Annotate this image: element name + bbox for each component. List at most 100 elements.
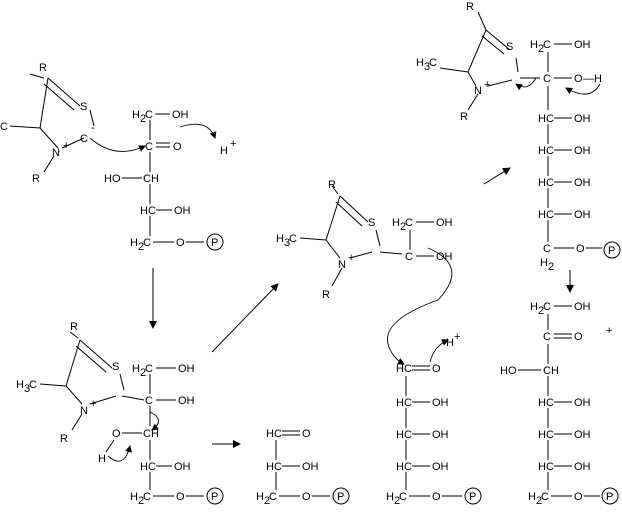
structure-aldose-phosphate: HC O H + HC OH HC OH HC OH H 2 C O P	[386, 331, 482, 507]
ester-o: O	[432, 491, 441, 503]
phosphate-circle	[206, 233, 224, 251]
methyl-h: H	[16, 379, 24, 391]
h2c-h: H	[392, 217, 400, 229]
h2c-2: 2	[400, 221, 406, 233]
r-label: R	[466, 1, 474, 13]
aldehyde-o: O	[302, 428, 311, 440]
phosphate-p: P	[606, 491, 613, 503]
h2c-c: C	[145, 363, 153, 375]
ester-o: O	[574, 491, 583, 503]
carbonyl-o: O	[432, 363, 441, 375]
s-label: S	[112, 361, 119, 373]
h2c-c: C	[543, 301, 551, 313]
phosphate-p: P	[608, 245, 615, 257]
hydroxyl-o: O	[574, 73, 583, 85]
ch-c: C	[543, 365, 551, 377]
plus-sign: +	[606, 325, 612, 337]
nucleophilic-attack-arrow	[89, 137, 146, 152]
h2c-2: 2	[538, 305, 544, 317]
h2c-h: H	[132, 109, 140, 121]
n-label: N	[338, 259, 346, 271]
methyl-3: 3	[284, 237, 290, 249]
ho-label: HO	[500, 365, 517, 377]
r-label: R	[39, 62, 47, 74]
oh-label: OH	[574, 209, 591, 221]
phosphate-p: P	[337, 491, 344, 503]
ch-h: H	[151, 428, 159, 440]
ho-label: HO	[104, 173, 121, 185]
ester-o: O	[576, 243, 585, 255]
hc-label: HC	[140, 461, 156, 473]
oh-label: OH	[174, 461, 191, 473]
methyl-3: 3	[424, 61, 430, 73]
h2c-c: C	[543, 39, 551, 51]
h2c-2: 2	[538, 43, 544, 55]
hc-label: HC	[396, 429, 412, 441]
n-label: N	[474, 85, 482, 97]
carbanion-charge: -	[91, 122, 95, 134]
oh-label: OH	[178, 363, 195, 375]
carbonyl-o: O	[574, 331, 583, 343]
h2c-c: C	[143, 491, 151, 503]
h2c-h: H	[130, 237, 138, 249]
oh-label: OH	[436, 251, 453, 263]
proton-charge: +	[230, 138, 236, 150]
h2c-h: H	[132, 363, 140, 375]
oh-label: OH	[302, 461, 319, 473]
h2c-2: 2	[138, 495, 144, 507]
oh-label: OH	[574, 39, 591, 51]
proton-h: H	[446, 337, 454, 349]
hc-label: HC	[266, 461, 282, 473]
h2c-c: C	[145, 109, 153, 121]
oh-label: OH	[172, 109, 189, 121]
ch2-2: 2	[548, 261, 554, 273]
oh-label: OH	[174, 205, 191, 217]
hc-label: HC	[140, 205, 156, 217]
r-label: R	[328, 179, 336, 191]
ch-h: H	[551, 365, 559, 377]
methyl-h: H	[276, 233, 284, 245]
n-plus-charge: +	[90, 398, 96, 410]
h2c-2: 2	[394, 495, 400, 507]
ester-o: O	[176, 237, 185, 249]
s-label: S	[368, 217, 375, 229]
phosphate-circle	[332, 487, 350, 505]
r-label: R	[70, 321, 78, 333]
hc-label: HC	[538, 113, 554, 125]
reaction-arrow-diagonal-1	[211, 283, 279, 353]
structure-3-dihydroxyethyl-tpp: R S N + R H 3 C H 2 C OH C OH	[276, 179, 453, 365]
ester-o: O	[302, 491, 311, 503]
oh-label: OH	[432, 397, 449, 409]
ch2-h: H	[540, 257, 548, 269]
oh-label: OH	[178, 395, 195, 407]
methyl-c: C	[429, 57, 437, 69]
oh-label: OH	[574, 397, 591, 409]
product-glyceraldehyde-phosphate: HC O HC OH H 2 C O P	[256, 428, 350, 507]
s-label: S	[80, 101, 87, 113]
carbonyl-c: C	[145, 141, 153, 153]
proton-h: H	[220, 145, 228, 157]
hc-label: HC	[538, 397, 554, 409]
r-label: R	[32, 173, 40, 185]
ch-c: C	[143, 173, 151, 185]
oh-label: OH	[432, 429, 449, 441]
h2c-h: H	[386, 491, 394, 503]
ester-o: O	[176, 491, 185, 503]
proton-arrow	[429, 339, 449, 363]
oh-label: OH	[574, 145, 591, 157]
methyl-fragment: C	[0, 121, 8, 133]
h2c-2: 2	[264, 495, 270, 507]
h2c-c: C	[269, 491, 277, 503]
ch2-c: C	[543, 243, 551, 255]
methyl-c: C	[289, 233, 297, 245]
h2c-c: C	[541, 491, 549, 503]
methyl-h: H	[416, 57, 424, 69]
carbonyl-c: C	[543, 331, 551, 343]
n-label: N	[80, 405, 88, 417]
methyl-3: 3	[24, 383, 30, 395]
oh-label: OH	[436, 217, 453, 229]
c2-label: C	[80, 133, 88, 145]
phosphate-p: P	[211, 237, 218, 249]
